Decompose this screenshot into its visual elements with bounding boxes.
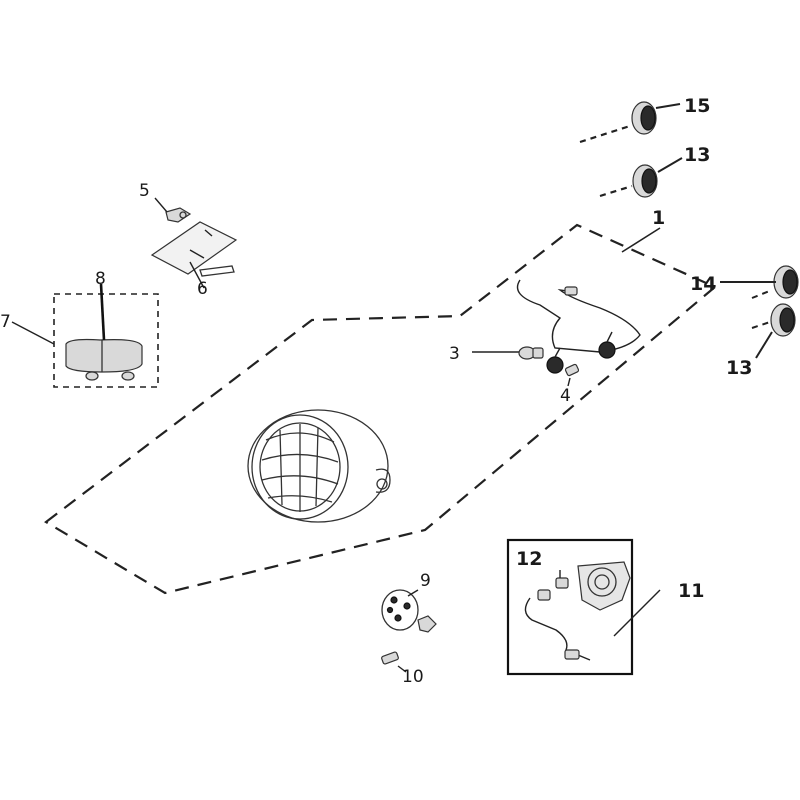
callout-14: 14 [690,273,716,295]
knob-part-13-top [599,157,683,198]
callout-11: 11 [678,580,704,602]
bulb-4 [564,363,580,387]
callout-10: 10 [402,667,424,687]
headlight-unit [247,409,391,523]
bulb-3 [472,346,544,360]
knob-part-14 [720,265,799,299]
clip-part-5 [154,197,192,223]
headlight-assembly-outline [44,223,718,595]
lamp-part-8 [65,283,143,381]
callout-8: 8 [95,269,106,289]
callout-15: 15 [684,95,710,117]
bulb-part-12 [555,570,569,589]
knob-part-13-right [751,303,796,359]
horn-part-11 [524,561,661,661]
bracket-part-6 [150,221,238,289]
callout-1: 1 [652,207,665,229]
callout-6: 6 [197,279,208,299]
callout-4: 4 [560,386,571,406]
callout-9: 9 [420,571,431,591]
callout-7: 7 [0,312,11,332]
callout-12: 12 [516,548,542,570]
knob-part-15 [579,101,681,144]
wiring-harness [516,279,641,374]
callout-13-top: 13 [684,144,710,166]
callout-13-right: 13 [726,357,752,379]
socket-part-9 [381,589,437,633]
callout-5: 5 [139,181,150,201]
callout-3: 3 [449,344,460,364]
sub-assembly-box-11 [506,538,634,676]
screw-part-10 [381,651,407,673]
